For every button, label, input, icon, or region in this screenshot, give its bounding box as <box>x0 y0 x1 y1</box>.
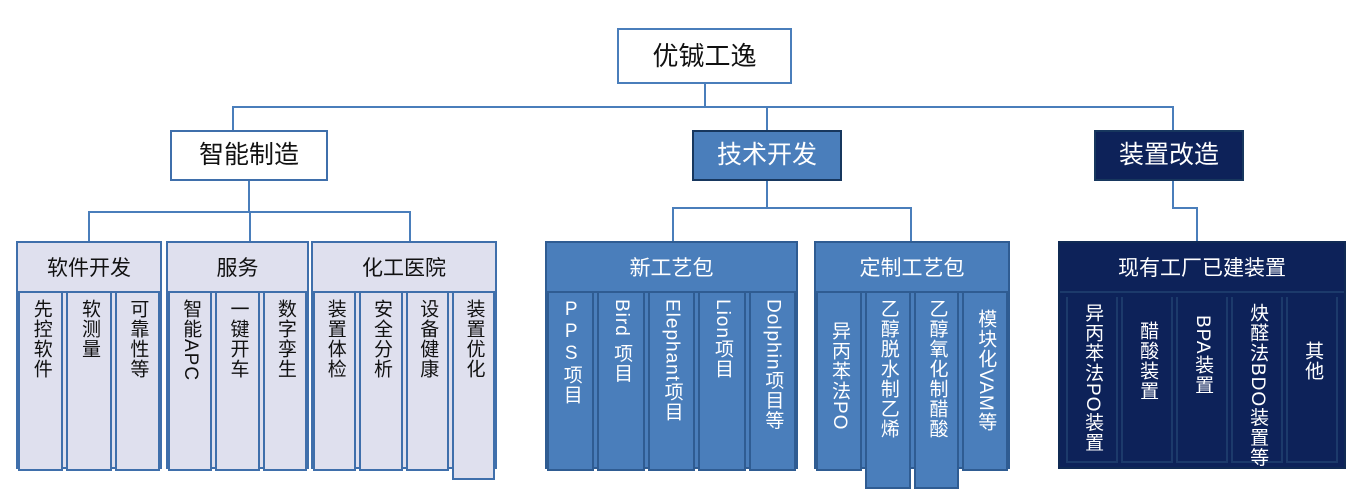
leaf-item-label: 智能APC <box>180 299 202 382</box>
branch-node-technology-development[interactable]: 技术开发 <box>692 130 842 181</box>
leaf-item[interactable]: 装置体检 <box>313 293 357 471</box>
group-title: 服务 <box>168 243 307 293</box>
connector-branch-1-child-2 <box>249 211 251 241</box>
connector-branch-2-bus <box>672 207 912 209</box>
leaf-item-label: 乙醇脱水制乙烯 <box>877 299 899 439</box>
group-custom-process-packages[interactable]: 定制工艺包 异丙苯法PO 乙醇脱水制乙烯 乙醇氧化制醋酸 模块化VAM等 <box>814 241 1010 489</box>
connector-root-bus <box>232 106 1174 108</box>
leaf-row: 智能APC 一键开车 数字孪生 <box>168 293 307 471</box>
connector-drop-branch-1 <box>232 106 234 130</box>
leaf-item[interactable]: 一键开车 <box>215 293 260 471</box>
leaf-item[interactable]: 模块化VAM等 <box>962 293 1008 471</box>
leaf-item-label: 软测量 <box>79 299 101 359</box>
leaf-item[interactable]: Dolphin项目等 <box>748 293 797 471</box>
branch-node-plant-revamp[interactable]: 装置改造 <box>1094 130 1244 181</box>
group-chemical-hospital[interactable]: 化工医院 装置体检 安全分析 设备健康 装置优化 <box>311 241 497 480</box>
connector-root-stem <box>704 84 706 106</box>
leaf-item[interactable]: 乙醇氧化制醋酸 <box>913 293 960 489</box>
connector-drop-branch-2 <box>766 106 768 130</box>
branch-node-label: 技术开发 <box>716 140 817 169</box>
connector-branch-3-child-1 <box>1196 207 1198 241</box>
leaf-row: 装置体检 安全分析 设备健康 装置优化 <box>313 293 495 480</box>
leaf-item-label: 乙醇氧化制醋酸 <box>926 299 948 439</box>
group-new-process-packages[interactable]: 新工艺包 PPS项目 Bird 项目 Elephant项目 Lion项目 Dol… <box>545 241 798 471</box>
connector-branch-1-child-3 <box>409 211 411 241</box>
branch-node-label: 智能制造 <box>198 140 299 169</box>
leaf-item-label: 先控软件 <box>30 299 52 379</box>
leaf-item-label: PPS项目 <box>560 299 582 405</box>
connector-drop-branch-3 <box>1172 106 1174 130</box>
leaf-item[interactable]: 炔醛法BDO装置等 <box>1231 297 1283 467</box>
leaf-item[interactable]: 其他 <box>1286 297 1338 463</box>
leaf-row: PPS项目 Bird 项目 Elephant项目 Lion项目 Dolphin项… <box>547 293 797 471</box>
leaf-item-label: Elephant项目 <box>661 299 683 423</box>
root-node[interactable]: 优铖工逸 <box>617 28 792 84</box>
leaf-item-label: 异丙苯法PO装置 <box>1082 303 1104 453</box>
leaf-item-label: 炔醛法BDO装置等 <box>1247 303 1269 468</box>
leaf-item[interactable]: Lion项目 <box>698 293 746 471</box>
leaf-item[interactable]: 异丙苯法PO装置 <box>1066 297 1118 463</box>
connector-branch-3-bus <box>1172 207 1198 209</box>
leaf-item[interactable]: Bird 项目 <box>597 293 645 471</box>
leaf-item-label: 模块化VAM等 <box>975 309 997 432</box>
leaf-item-label: 装置优化 <box>463 299 485 379</box>
connector-branch-1-stem <box>248 181 250 211</box>
leaf-item-label: 可靠性等 <box>127 299 149 379</box>
leaf-item[interactable]: 设备健康 <box>405 293 449 471</box>
group-service[interactable]: 服务 智能APC 一键开车 数字孪生 <box>166 241 309 471</box>
connector-branch-2-child-2 <box>910 207 912 241</box>
branch-node-label: 装置改造 <box>1118 140 1219 169</box>
leaf-item[interactable]: PPS项目 <box>547 293 595 471</box>
leaf-item[interactable]: 安全分析 <box>359 293 403 471</box>
leaf-item[interactable]: 软测量 <box>66 293 112 471</box>
leaf-item[interactable]: 数字孪生 <box>262 293 307 471</box>
leaf-item-label: 异丙苯法PO <box>828 321 850 431</box>
leaf-item-label: Dolphin项目等 <box>762 299 784 431</box>
leaf-item[interactable]: 先控软件 <box>18 293 64 471</box>
group-title: 软件开发 <box>18 243 160 293</box>
leaf-row: 异丙苯法PO装置 醋酸装置 BPA装置 炔醛法BDO装置等 其他 <box>1060 293 1344 471</box>
group-title: 化工医院 <box>313 243 495 293</box>
leaf-item-label: 一键开车 <box>227 299 249 379</box>
leaf-item[interactable]: 装置优化 <box>451 293 495 480</box>
leaf-item-label: 装置体检 <box>324 299 346 379</box>
group-title: 定制工艺包 <box>816 243 1008 293</box>
connector-branch-3-stem <box>1172 181 1174 207</box>
leaf-item[interactable]: 可靠性等 <box>114 293 160 471</box>
leaf-item[interactable]: 智能APC <box>168 293 213 471</box>
leaf-row: 异丙苯法PO 乙醇脱水制乙烯 乙醇氧化制醋酸 模块化VAM等 <box>816 293 1008 489</box>
leaf-item-label: 设备健康 <box>417 299 439 379</box>
leaf-item[interactable]: Elephant项目 <box>647 293 696 471</box>
leaf-item-label: BPA装置 <box>1192 315 1214 395</box>
leaf-item[interactable]: 乙醇脱水制乙烯 <box>864 293 911 489</box>
connector-branch-2-child-1 <box>672 207 674 241</box>
group-title: 新工艺包 <box>547 243 796 293</box>
leaf-row: 先控软件 软测量 可靠性等 <box>18 293 160 471</box>
connector-branch-2-stem <box>766 181 768 207</box>
group-existing-plant-units[interactable]: 现有工厂已建装置 异丙苯法PO装置 醋酸装置 BPA装置 炔醛法BDO装置等 其… <box>1058 241 1346 469</box>
connector-branch-1-child-1 <box>88 211 90 241</box>
root-node-label: 优铖工逸 <box>652 40 757 71</box>
leaf-item-label: 其他 <box>1302 341 1324 381</box>
leaf-item-label: 数字孪生 <box>274 299 296 379</box>
leaf-item[interactable]: 异丙苯法PO <box>816 293 862 471</box>
group-title: 现有工厂已建装置 <box>1060 243 1344 293</box>
leaf-item[interactable]: 醋酸装置 <box>1121 297 1173 463</box>
group-software-development[interactable]: 软件开发 先控软件 软测量 可靠性等 <box>16 241 162 471</box>
leaf-item[interactable]: BPA装置 <box>1176 297 1228 463</box>
leaf-item-label: Bird 项目 <box>611 299 633 384</box>
leaf-item-label: 安全分析 <box>370 299 392 379</box>
branch-node-intelligent-manufacturing[interactable]: 智能制造 <box>170 130 328 181</box>
leaf-item-label: Lion项目 <box>711 299 733 379</box>
leaf-item-label: 醋酸装置 <box>1137 321 1159 401</box>
